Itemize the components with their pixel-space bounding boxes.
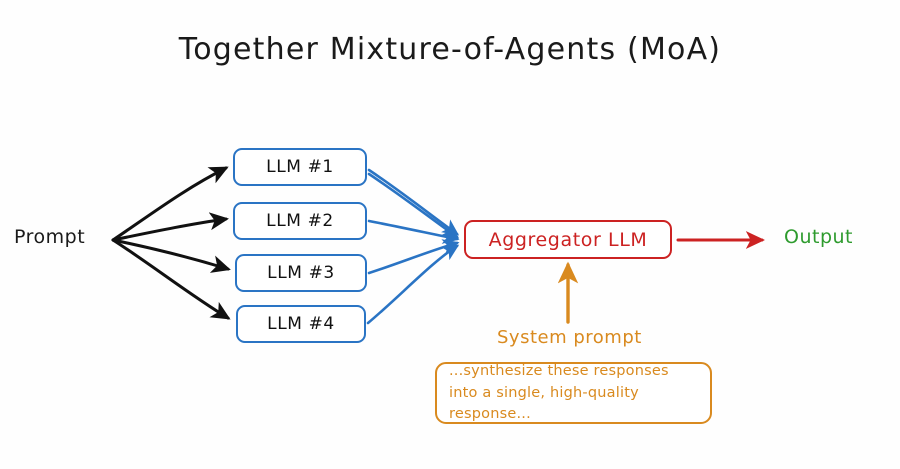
output-label: Output — [784, 226, 853, 248]
page-title: Together Mixture-of-Agents (MoA) — [178, 32, 722, 67]
prompt-label: Prompt — [14, 226, 86, 248]
proposer-arrow-group — [366, 168, 460, 325]
aggregator-llm-box[interactable]: Aggregator LLM — [464, 220, 672, 259]
llm-3-to-aggregator-arrow — [367, 239, 460, 275]
prompt-arrow-group — [111, 166, 231, 320]
llm-box-2-label: LLM #2 — [266, 211, 334, 231]
aggregator-llm-label: Aggregator LLM — [488, 228, 648, 251]
llm-2-to-aggregator-arrow — [367, 219, 460, 244]
llm-box-1-label: LLM #1 — [266, 157, 334, 177]
llm-box-3[interactable]: LLM #3 — [235, 254, 367, 292]
llm-box-4-label: LLM #4 — [267, 314, 335, 334]
llm-4-to-aggregator-arrow — [366, 244, 460, 325]
llm-1-to-aggregator-arrow-b — [367, 172, 460, 239]
prompt-to-llm-2-arrow — [111, 212, 229, 242]
llm-box-3-label: LLM #3 — [267, 263, 335, 283]
prompt-to-llm-4-arrow — [111, 238, 231, 320]
system-prompt-box[interactable]: ...synthesize these responses into a sin… — [435, 362, 712, 424]
system-prompt-text: ...synthesize these responses into a sin… — [449, 363, 669, 422]
prompt-to-llm-3-arrow — [111, 238, 231, 273]
system-prompt-label: System prompt — [497, 327, 642, 348]
prompt-to-llm-1-arrow — [111, 166, 229, 242]
llm-box-1[interactable]: LLM #1 — [233, 148, 367, 186]
llm-box-2[interactable]: LLM #2 — [233, 202, 367, 240]
llm-box-4[interactable]: LLM #4 — [236, 305, 366, 343]
